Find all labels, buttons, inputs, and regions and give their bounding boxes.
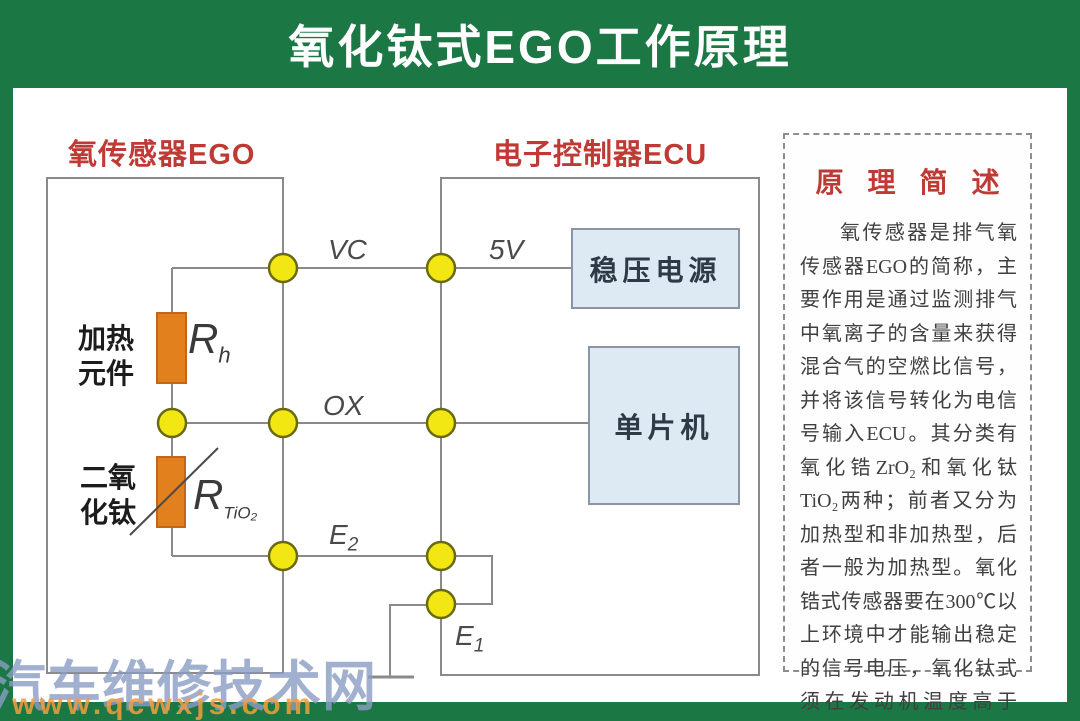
node-ox-ecu [425, 407, 457, 439]
rh-label-sub: h [218, 342, 231, 368]
e1-label-main: E [455, 620, 474, 651]
page-title: 氧化钛式EGO工作原理 [288, 21, 792, 73]
summary-title: 原理简述 [815, 168, 1024, 199]
heater-element-label: 加热 元件 [78, 321, 134, 391]
terminal-nodes [156, 252, 457, 620]
e1-label-sub: 1 [473, 635, 485, 657]
watermark-site-name: 汽车维修技术网 [0, 657, 377, 717]
variable-resistor-slash-icon [129, 447, 219, 536]
e2-label-main: E [329, 519, 348, 550]
rh-resistor-label: Rh [188, 318, 231, 376]
e2-wire-label: E2 [329, 519, 358, 557]
titanium-dioxide-label-line1: 二氧 [80, 462, 137, 493]
tio2-resistor-icon [156, 456, 186, 528]
resistors [129, 312, 219, 536]
rtio2-label-main: R [193, 471, 224, 518]
heater-element-label-line2: 元件 [78, 358, 135, 389]
e2-label-sub: 2 [347, 534, 359, 556]
node-e1-ecu [425, 588, 457, 620]
sensor-section-title: 氧传感器EGO [68, 139, 256, 171]
node-e2-sensor [267, 540, 299, 572]
node-vc-ecu [425, 252, 457, 284]
node-vc-sensor [267, 252, 299, 284]
vc-wire-label: VC [328, 234, 367, 265]
wire-e2-e1-loop [441, 555, 493, 605]
voltage-regulator-label: 稳压电源 [589, 254, 722, 286]
wire-ground-lead [389, 604, 441, 677]
heater-element-label-line1: 加热 [78, 323, 135, 354]
heater-resistor-icon [156, 312, 187, 384]
summary-body-text: 氧传感器是排气氧传感器EGO的简称，主要作用是通过监测排气中氧离子的含量来获得混… [800, 222, 1017, 713]
titanium-dioxide-label-line2: 化钛 [80, 497, 137, 528]
wires [171, 267, 588, 679]
ox-wire-label: OX [323, 390, 364, 421]
rtio2-resistor-label: RTiO₂ [193, 474, 257, 534]
microcontroller-box: 单片机 [588, 346, 740, 505]
e1-wire-label: E1 [455, 620, 484, 658]
header-band: 氧化钛式EGO工作原理 [0, 0, 1080, 88]
rtio2-label-sub: TiO₂ [223, 503, 258, 523]
microcontroller-label: 单片机 [614, 411, 714, 443]
ecu-section-title: 电子控制器ECU [493, 139, 708, 171]
watermark-site-url: www.qcwxjs.com [12, 688, 316, 721]
node-ox-junction [156, 407, 188, 439]
5v-wire-label: 5V [489, 234, 524, 265]
titanium-dioxide-label: 二氧 化钛 [80, 460, 136, 530]
node-e2-ecu [425, 540, 457, 572]
node-ox-sensor [267, 407, 299, 439]
voltage-regulator-box: 稳压电源 [571, 228, 740, 309]
rh-label-main: R [188, 315, 219, 362]
principle-summary-panel: 原理简述 氧传感器是排气氧传感器EGO的简称，主要作用是通过监测排气中氧离子的含… [783, 133, 1032, 713]
